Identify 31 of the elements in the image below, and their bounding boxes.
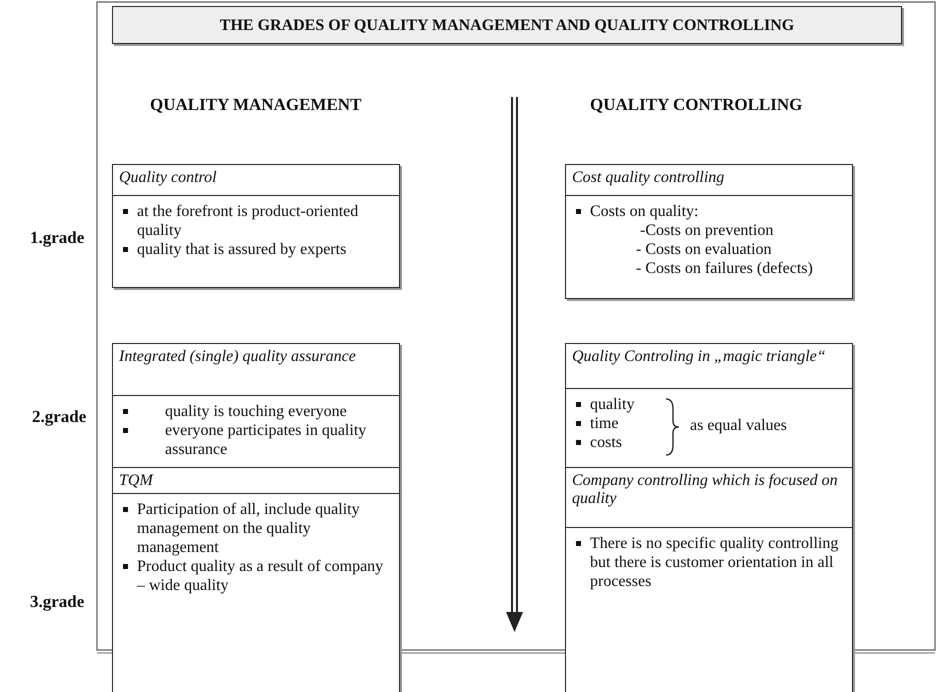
text-box [112, 467, 400, 692]
text-box [565, 164, 853, 299]
text-box [565, 343, 853, 470]
box-heading: TQM [113, 468, 399, 494]
bullet-text: Participation of all, include quality management on the quality management [121, 500, 391, 557]
text-box [112, 164, 400, 288]
bullet-text: quality that is assured by experts [121, 240, 391, 259]
text-box [112, 343, 400, 470]
bullet-text: There is no specific quality controlling but there is customer orientation in all processes [574, 534, 844, 591]
box-heading: Integrated (single) quality assurance [113, 344, 399, 396]
bullet-text: everyone participates in quality assurance [121, 421, 391, 459]
bullet-text: costs [574, 433, 844, 452]
box-heading: Company controlling which is focused on quality [566, 468, 852, 528]
grade-label: 2.grade [32, 407, 86, 427]
bullet-text: quality is touching everyone [121, 402, 391, 421]
title-banner: THE GRADES OF QUALITY MANAGEMENT AND QUALITY CONTROLLING [112, 6, 902, 44]
box-heading: Cost quality controlling [566, 165, 852, 196]
bullet-text: as equal values [690, 417, 787, 435]
grade-label: 3.grade [30, 592, 84, 612]
box-heading: Quality Controling in „magic triangle“ [566, 344, 852, 389]
column-heading: QUALITY CONTROLLING [590, 95, 802, 115]
column-heading: QUALITY MANAGEMENT [150, 95, 362, 115]
bullet-text: -Costs on prevention [639, 221, 774, 240]
box-heading: Quality control [113, 165, 399, 196]
text-box [565, 467, 853, 692]
bullet-text: quality [574, 395, 844, 414]
bullet-text: - Costs on evaluation [635, 240, 773, 259]
grade-label: 1.grade [30, 228, 84, 248]
bullet-text: Costs on quality: [574, 202, 844, 221]
bullet-text: Product quality as a result of company – wide quality [121, 557, 391, 595]
bullet-text: - Costs on failures (defects) [635, 259, 814, 278]
